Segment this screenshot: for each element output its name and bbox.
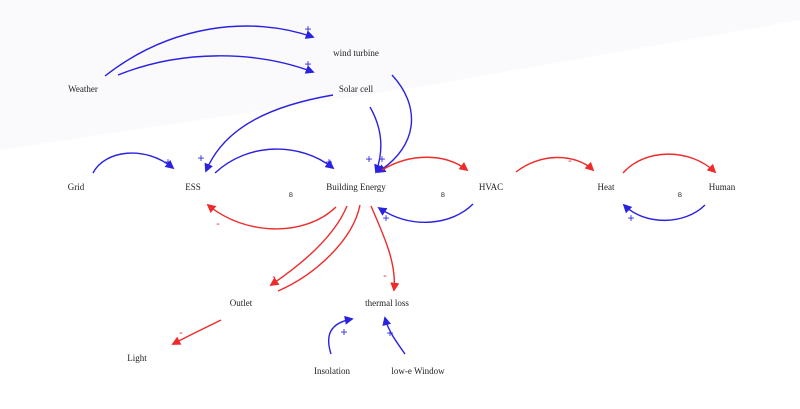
- node-insolation: Insolation: [314, 366, 350, 376]
- polarity-outlet-light: -: [179, 327, 183, 339]
- link-hvac-heat: [515, 156, 595, 173]
- polarity-hvac-heat: -: [568, 155, 572, 167]
- link-weather-solar-cell: [117, 55, 315, 76]
- polarity-weather-wind-turbine: +: [304, 22, 311, 36]
- node-weather: Weather: [68, 84, 98, 94]
- polarity-hvac-building: +: [382, 211, 389, 225]
- node-heat: Heat: [598, 182, 615, 192]
- link-ess-building: [214, 148, 335, 174]
- polarity-grid-ess: +: [164, 155, 171, 169]
- link-outlet-light: [171, 319, 222, 345]
- polarity-building-ess: -: [216, 218, 220, 230]
- background-shading: [0, 0, 800, 150]
- loop-marker-ess-building: B: [289, 193, 293, 199]
- polarity-low-e-window-thermal-loss: +: [386, 326, 393, 340]
- node-light: Light: [127, 353, 147, 363]
- node-grid: Grid: [68, 182, 85, 192]
- link-weather-wind-turbine: [104, 25, 315, 77]
- link-hvac-building: [377, 203, 474, 223]
- polarity-solar-cell-ess: +: [197, 151, 204, 165]
- node-ess: ESS: [185, 182, 201, 192]
- link-heat-human: [622, 153, 717, 174]
- link-low-e-window-thermal-loss: [382, 316, 406, 355]
- polarity-building-outlet: -: [272, 271, 276, 283]
- link-building-hvac: [381, 156, 469, 172]
- polarity-building-hvac: -: [451, 156, 455, 168]
- link-grid-ess: [92, 152, 175, 174]
- link-insolation-thermal-loss: [327, 315, 354, 355]
- polarity-weather-solar-cell: +: [304, 57, 311, 71]
- loop-marker-heat-human: B: [678, 193, 682, 199]
- node-low-e-window: low-e Window: [391, 366, 445, 376]
- polarity-human-heat: +: [627, 211, 634, 225]
- link-building-ess: [206, 203, 337, 230]
- node-outlet: Outlet: [230, 298, 253, 308]
- link-building-outlet-1: [269, 205, 348, 287]
- node-wind-turbine: wind turbine: [333, 48, 379, 58]
- link-solar-cell-building: [369, 106, 383, 174]
- node-thermal-loss: thermal loss: [365, 298, 409, 308]
- node-solar-cell: Solar cell: [339, 84, 374, 94]
- link-building-outlet-2: [277, 204, 361, 292]
- link-human-heat: [622, 203, 706, 222]
- loop-marker-building-hvac: B: [441, 193, 445, 199]
- polarity-insolation-thermal-loss: +: [340, 325, 347, 339]
- node-building-energy: Building Energy: [326, 182, 386, 192]
- link-wind-turbine-building: [376, 74, 413, 173]
- node-human: Human: [709, 182, 736, 192]
- polarity-solar-cell-building: +: [365, 152, 372, 166]
- polarity-ess-building: +: [325, 155, 332, 169]
- node-hvac: HVAC: [479, 182, 503, 192]
- link-solar-cell-ess: [204, 94, 334, 173]
- polarity-building-thermal-loss: -: [383, 270, 387, 282]
- link-building-thermal-loss: [370, 205, 400, 292]
- polarity-wind-turbine-building: +: [378, 152, 385, 166]
